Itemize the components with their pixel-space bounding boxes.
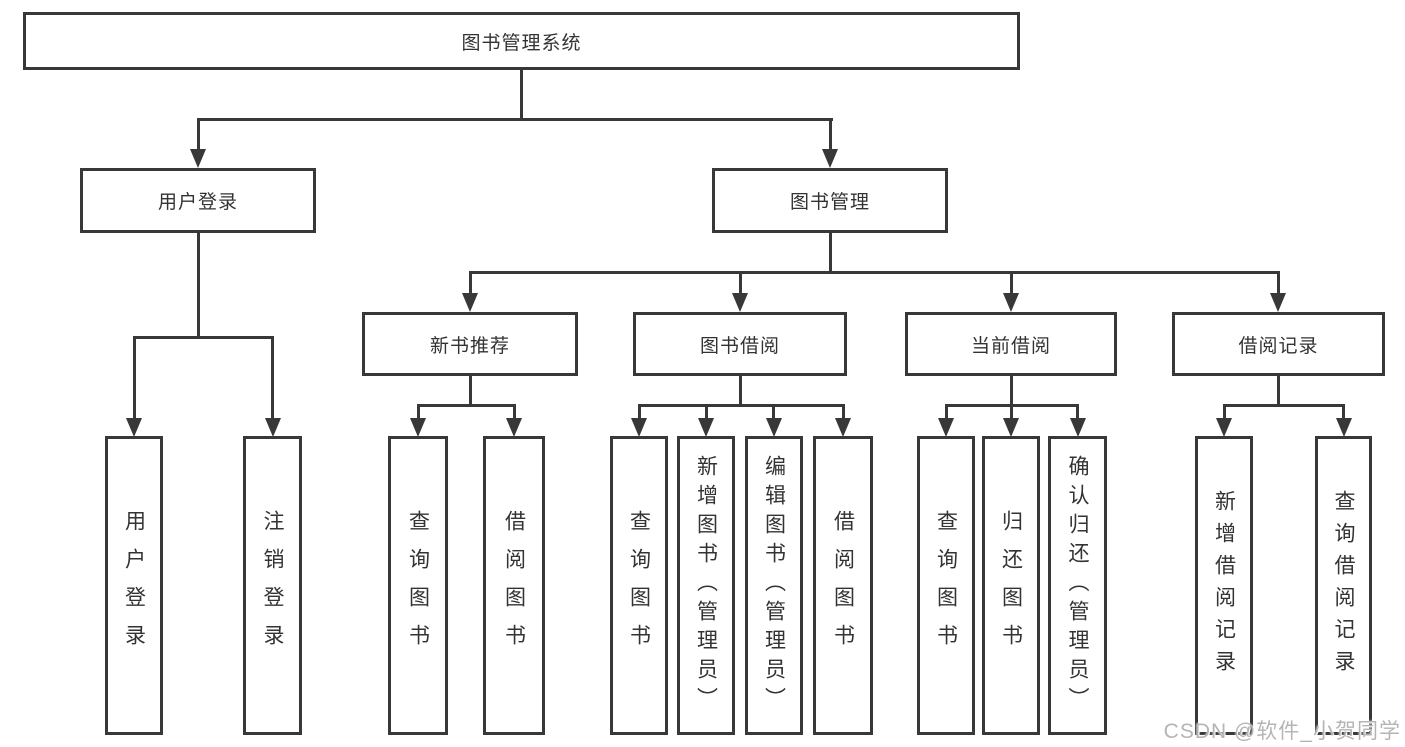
leaf-return-books-label: 归还图书 (999, 509, 1023, 662)
connector-drop-leaf (513, 404, 516, 420)
arrow-down-icon (1070, 418, 1086, 437)
node-user-login-label: 用户登录 (157, 192, 238, 213)
arrow-down-icon (1216, 418, 1232, 437)
connector-drop-records (1277, 271, 1280, 295)
leaf-query-books-1: 查询图书 (388, 436, 448, 735)
arrow-down-icon (126, 418, 142, 437)
leaf-user-login: 用户登录 (105, 436, 163, 735)
leaf-query-books-2-label: 查询图书 (627, 509, 651, 662)
leaf-edit-books-admin-label: 编辑图书（管理员） (762, 455, 786, 716)
leaf-add-books-admin-label: 新增图书（管理员） (694, 455, 718, 716)
connector-current-stem (1010, 376, 1013, 407)
arrow-down-icon (938, 418, 954, 437)
leaf-borrow-books-2: 借阅图书 (813, 436, 873, 735)
leaf-query-books-3-label: 查询图书 (934, 509, 958, 662)
arrow-down-icon (506, 418, 522, 437)
leaf-confirm-return-admin-label: 确认归还（管理员） (1066, 455, 1089, 716)
connector-drop-leaf (417, 404, 420, 420)
leaf-add-books-admin: 新增图书（管理员） (677, 436, 735, 735)
connector-book-mgmt-branch (469, 271, 1280, 274)
arrow-down-icon (698, 418, 714, 437)
node-current-borrowing: 当前借阅 (905, 312, 1117, 376)
connector-drop-leaf (842, 404, 845, 420)
arrow-down-icon (766, 418, 782, 437)
connector-root-branch (197, 118, 833, 121)
node-borrow-records: 借阅记录 (1172, 312, 1385, 376)
node-book-borrowing: 图书借阅 (633, 312, 847, 376)
connector-drop-login-leaf (133, 336, 136, 420)
leaf-user-login-label: 用户登录 (122, 509, 146, 662)
arrow-down-icon (1003, 293, 1019, 312)
node-new-book-recommend-label: 新书推荐 (429, 335, 510, 357)
arrow-down-icon (1270, 293, 1286, 312)
leaf-borrow-books-2-label: 借阅图书 (831, 509, 855, 662)
leaf-confirm-return-admin: 确认归还（管理员） (1048, 436, 1107, 735)
node-root: 图书管理系统 (23, 12, 1020, 70)
arrow-down-icon (732, 293, 748, 312)
arrow-down-icon (1003, 418, 1019, 437)
leaf-logout: 注销登录 (243, 436, 302, 735)
leaf-query-borrow-record-label: 查询借阅记录 (1332, 489, 1355, 682)
connector-drop-user-login (197, 118, 200, 151)
leaf-query-books-2: 查询图书 (610, 436, 668, 735)
watermark: CSDN @软件_小贺同学 (1163, 720, 1401, 743)
connector-records-stem (1277, 376, 1280, 407)
node-user-login: 用户登录 (80, 168, 316, 233)
leaf-add-borrow-record-label: 新增借阅记录 (1212, 489, 1236, 682)
arrow-down-icon (835, 418, 851, 437)
leaf-query-books-3: 查询图书 (917, 436, 975, 735)
connector-drop-leaf (772, 404, 775, 420)
arrow-down-icon (265, 418, 281, 437)
leaf-return-books: 归还图书 (982, 436, 1040, 735)
connector-drop-leaf (945, 404, 948, 420)
node-new-book-recommend: 新书推荐 (362, 312, 578, 376)
arrow-down-icon (190, 149, 206, 168)
node-book-management: 图书管理 (712, 168, 948, 233)
leaf-logout-label: 注销登录 (261, 509, 284, 662)
node-current-borrowing-label: 当前借阅 (970, 335, 1051, 357)
node-borrow-records-label: 借阅记录 (1238, 335, 1319, 357)
leaf-edit-books-admin: 编辑图书（管理员） (745, 436, 803, 735)
node-root-label: 图书管理系统 (461, 32, 582, 54)
connector-drop-leaf (1010, 404, 1013, 420)
connector-drop-leaf (705, 404, 708, 420)
leaf-borrow-books-1-label: 借阅图书 (502, 509, 526, 662)
connector-borrowing-branch (638, 404, 844, 407)
arrow-down-icon (1336, 418, 1352, 437)
connector-drop-leaf (638, 404, 641, 420)
connector-drop-leaf (1223, 404, 1226, 420)
connector-drop-borrowing (739, 271, 742, 295)
connector-drop-logout-leaf (271, 336, 274, 420)
arrow-down-icon (822, 149, 838, 168)
connector-drop-new-books (469, 271, 472, 295)
node-book-borrowing-label: 图书借阅 (699, 335, 780, 357)
connector-drop-leaf (1342, 404, 1345, 420)
arrow-down-icon (410, 418, 426, 437)
connector-borrowing-stem (739, 376, 742, 407)
connector-new-books-branch (417, 404, 516, 407)
connector-user-login-stem (197, 233, 200, 339)
leaf-borrow-books-1: 借阅图书 (483, 436, 545, 735)
connector-drop-book-mgmt (829, 118, 832, 151)
leaf-query-borrow-record: 查询借阅记录 (1315, 436, 1372, 735)
connector-records-branch (1223, 404, 1345, 407)
node-book-management-label: 图书管理 (789, 192, 870, 213)
leaf-add-borrow-record: 新增借阅记录 (1195, 436, 1253, 735)
arrow-down-icon (631, 418, 647, 437)
connector-book-mgmt-stem (829, 233, 832, 274)
leaf-query-books-1-label: 查询图书 (406, 509, 430, 662)
connector-user-login-branch (133, 336, 274, 339)
arrow-down-icon (462, 293, 478, 312)
connector-drop-current (1010, 271, 1013, 295)
connector-root-stem (520, 70, 523, 121)
connector-new-books-stem (469, 376, 472, 407)
connector-drop-leaf (1076, 404, 1079, 420)
